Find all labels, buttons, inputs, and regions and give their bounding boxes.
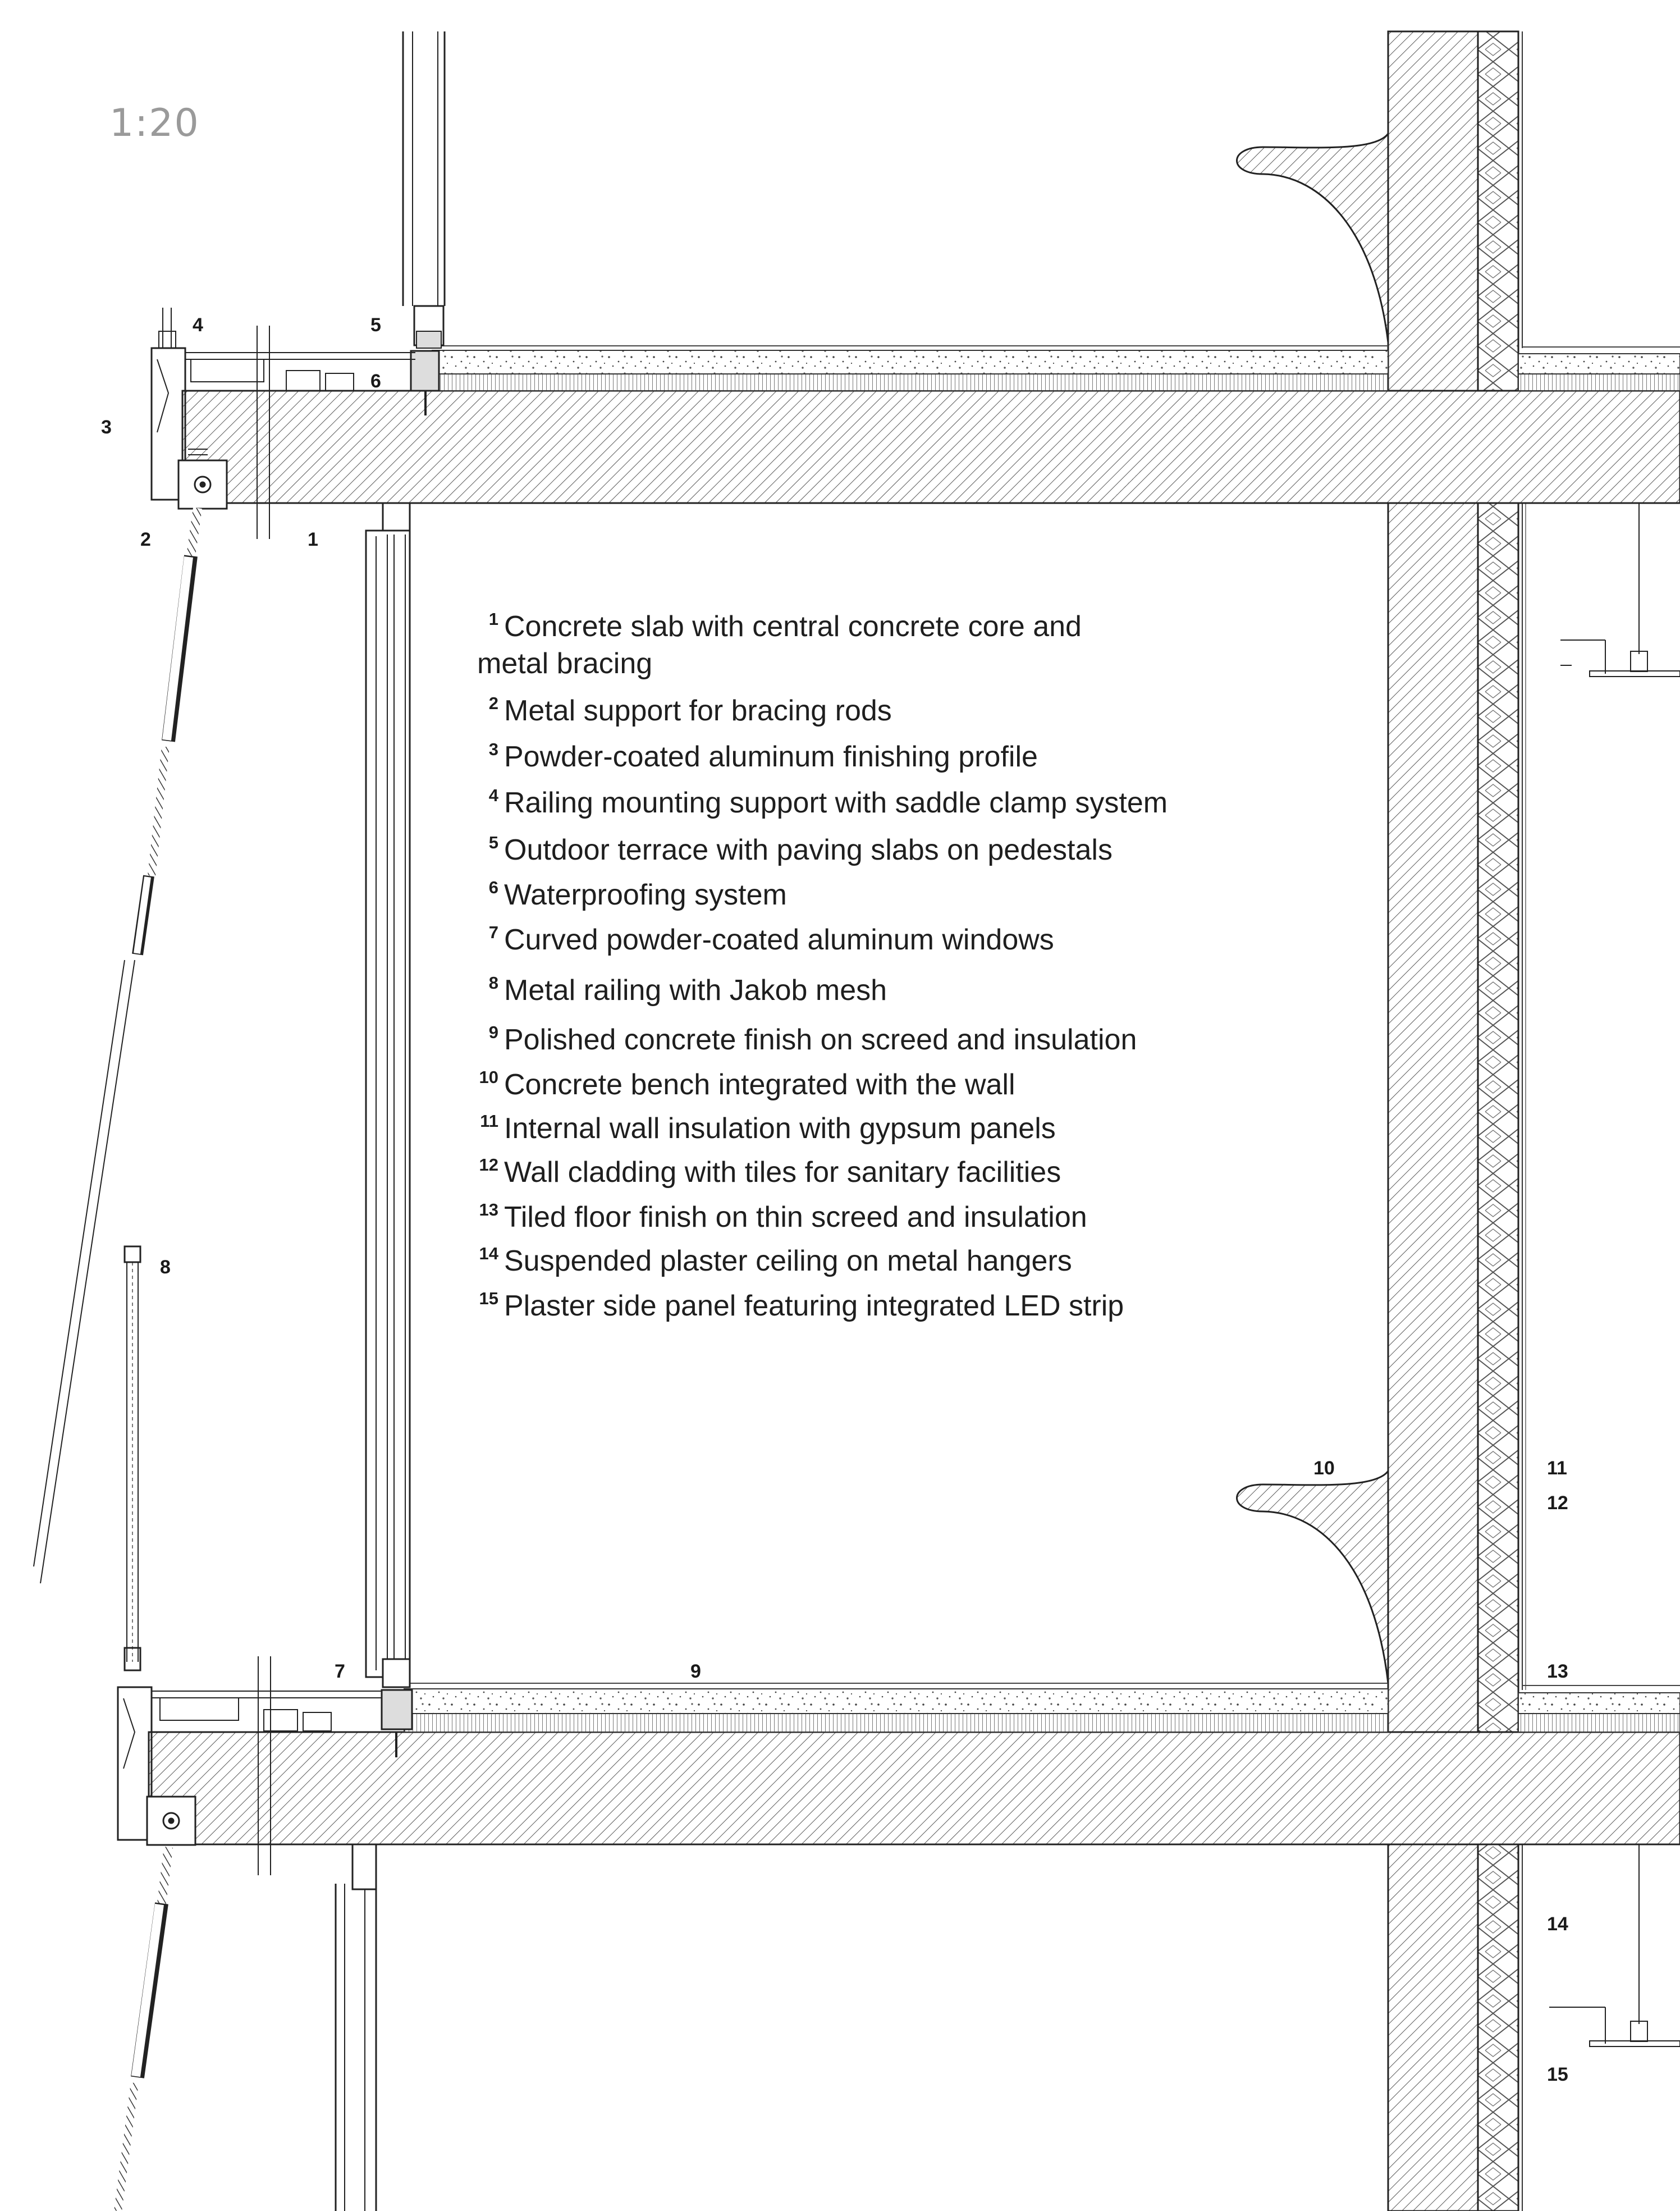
middle-window-frame: [365, 502, 413, 1730]
legend-item: 10 Concrete bench integrated with the wal…: [477, 1059, 1207, 1103]
legend-text: Tiled floor finish on thin screed and in…: [504, 1201, 1087, 1234]
legend-item: 15 Plaster side panel featuring integrate…: [477, 1280, 1207, 1324]
callout-10: 10: [1313, 1458, 1335, 1479]
lower-terrace-edge: [117, 1686, 382, 1846]
legend-num: 7: [488, 922, 498, 942]
legend-text: Railing mounting support with saddle cla…: [504, 787, 1168, 819]
legend-text: Curved powder-coated aluminum windows: [504, 924, 1054, 956]
callout-8: 8: [160, 1257, 171, 1278]
legend-text: Outdoor terrace with paving slabs on ped…: [504, 834, 1113, 866]
legend-num: 5: [488, 833, 498, 852]
lower-ceiling: [1549, 1844, 1680, 2047]
scale-label: 1:20: [109, 101, 200, 145]
legend-num: 12: [479, 1155, 498, 1175]
legend-item: 9 Polished concrete finish on screed and …: [477, 1014, 1207, 1058]
legend-text: Concrete slab with central concrete core…: [477, 610, 1082, 680]
lower-break-lines: [258, 1656, 271, 1875]
callout-5: 5: [370, 314, 381, 336]
legend-text: Concrete bench integrated with the wall: [504, 1068, 1015, 1101]
legend-text: Plaster side panel featuring integrated …: [504, 1290, 1124, 1322]
callout-11: 11: [1547, 1458, 1567, 1479]
anchor-bolts: [395, 391, 427, 1757]
legend-text: Powder-coated aluminum finishing profile: [504, 741, 1038, 773]
callout-3: 3: [101, 417, 112, 438]
legend-num: 10: [479, 1067, 498, 1087]
legend-item: 6 Waterproofing system: [477, 869, 1207, 913]
legend-num: 2: [488, 693, 498, 713]
legend-item: 13 Tiled floor finish on thin screed and …: [477, 1191, 1207, 1236]
legend-text: Wall cladding with tiles for sanitary fa…: [504, 1156, 1061, 1189]
railing-mesh: [123, 1245, 141, 1671]
callout-6: 6: [370, 371, 381, 392]
lower-window-frame: [335, 1843, 377, 2211]
legend-item: 2 Metal support for bracing rods: [477, 685, 1207, 729]
legend-num: 4: [488, 785, 498, 805]
legend-text: Polished concrete finish on screed and i…: [504, 1024, 1137, 1056]
legend-num: 8: [488, 973, 498, 993]
upper-ceiling: [1560, 503, 1680, 677]
legend-item: 4 Railing mounting support with saddle cl…: [477, 777, 1207, 821]
callout-7: 7: [335, 1661, 345, 1682]
callout-9: 9: [690, 1661, 701, 1682]
legend-text: Metal railing with Jakob mesh: [504, 974, 887, 1007]
legend-text: Suspended plaster ceiling on metal hange…: [504, 1245, 1072, 1277]
legend-text: Metal support for bracing rods: [504, 695, 892, 727]
lower-bracing-rod: [114, 1847, 173, 2211]
callout-4: 4: [193, 314, 203, 336]
legend-num: 9: [488, 1022, 498, 1042]
concrete-wall: [1387, 30, 1479, 2211]
legend-item: 8 Metal railing with Jakob mesh: [477, 965, 1207, 1009]
legend-num: 11: [480, 1111, 498, 1131]
legend-num: 1: [488, 609, 498, 629]
callout-2: 2: [140, 529, 151, 550]
upper-terrace-edge: [150, 308, 415, 510]
upper-window-frame: [402, 31, 446, 392]
legend-num: 14: [479, 1244, 498, 1263]
legend-item: 7 Curved powder-coated aluminum windows: [477, 914, 1207, 958]
legend-item: 14 Suspended plaster ceiling on metal han…: [477, 1235, 1207, 1280]
upper-floor-build-up: [432, 345, 1680, 391]
legend-num: 3: [488, 739, 498, 759]
legend-item: 12 Wall cladding with tiles for sanitary …: [477, 1146, 1207, 1191]
legend-num: 15: [479, 1289, 498, 1308]
legend-text: Waterproofing system: [504, 879, 787, 911]
callout-15: 15: [1547, 2064, 1568, 2085]
callout-12: 12: [1547, 1492, 1568, 1514]
upper-bench: [1236, 131, 1389, 343]
legend-item: 11 Internal wall insulation with gypsum p…: [477, 1103, 1207, 1147]
lower-bench: [1236, 1468, 1389, 1684]
upper-slab: [181, 390, 1680, 504]
callout-13: 13: [1547, 1661, 1568, 1682]
lower-slab: [148, 1731, 1680, 1845]
callout-1: 1: [308, 529, 318, 550]
legend-text: Internal wall insulation with gypsum pan…: [504, 1112, 1056, 1145]
legend-item: 5 Outdoor terrace with paving slabs on pe…: [477, 824, 1207, 869]
legend-num: 13: [479, 1200, 498, 1219]
upper-break-lines: [257, 326, 270, 539]
legend-item: 3 Powder-coated aluminum finishing profil…: [477, 731, 1207, 775]
legend-num: 6: [488, 878, 498, 897]
callout-14: 14: [1547, 1913, 1568, 1935]
upper-bracing-rod: [33, 507, 202, 1584]
